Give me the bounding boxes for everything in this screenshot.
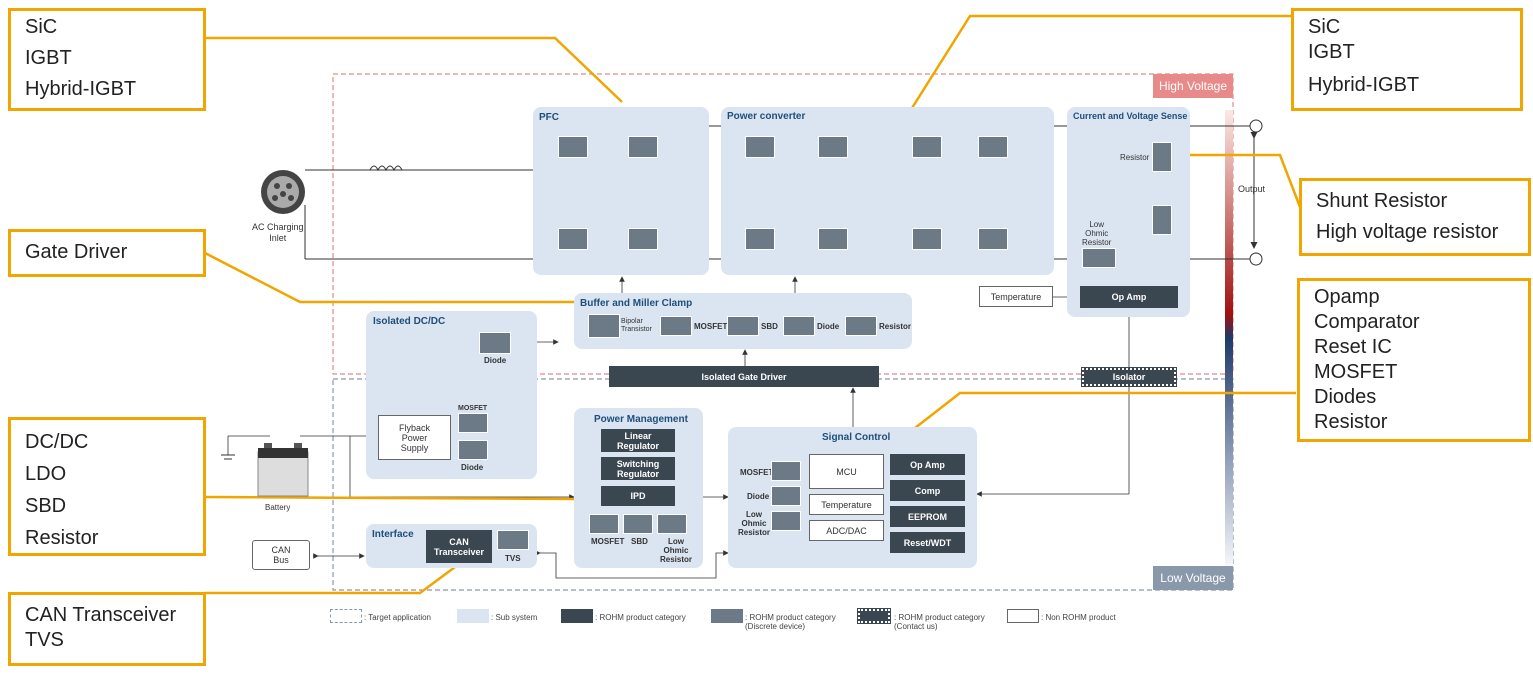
diode-label: Diode bbox=[461, 463, 484, 472]
callout-gate-driver: Gate Driver bbox=[8, 229, 206, 277]
isolator-box: Isolator bbox=[1081, 367, 1177, 387]
legend-discrete-label: : ROHM product category(Discrete device) bbox=[745, 613, 836, 631]
mosfet-label: MOSFET bbox=[458, 405, 488, 412]
temperature-box: Temperature bbox=[979, 286, 1053, 307]
resistor-icon bbox=[1152, 205, 1172, 235]
legend-subsystem-label: : Sub system bbox=[491, 613, 538, 622]
reset-wdt-box: Reset/WDT bbox=[890, 532, 965, 553]
mosfet-icon bbox=[660, 316, 692, 336]
converter-transistor-icon bbox=[818, 136, 848, 158]
legend-discrete-swatch bbox=[711, 609, 743, 623]
converter-transistor-icon bbox=[978, 228, 1008, 250]
mosfet-icon bbox=[458, 413, 488, 433]
low-ohmic-resistor-icon bbox=[771, 511, 801, 531]
interface-title: Interface bbox=[372, 529, 414, 540]
high-voltage-tag: High Voltage bbox=[1153, 74, 1233, 98]
pfc-transistor-icon bbox=[558, 228, 588, 250]
converter-transistor-icon bbox=[745, 228, 775, 250]
legend-target-swatch bbox=[330, 609, 362, 623]
pfc-transistor-icon bbox=[628, 228, 658, 250]
legend-non-rohm-label: : Non ROHM product bbox=[1041, 613, 1116, 622]
legend-non-rohm-swatch bbox=[1007, 609, 1039, 623]
diode-icon bbox=[458, 440, 488, 460]
isolated-gate-driver-box: Isolated Gate Driver bbox=[609, 366, 879, 387]
mosfet-label: MOSFET bbox=[591, 537, 625, 546]
diode-label: Diode bbox=[747, 492, 770, 501]
converter-transistor-icon bbox=[912, 136, 942, 158]
converter-transistor-icon bbox=[745, 136, 775, 158]
mcu-box: MCU bbox=[809, 454, 884, 489]
diode-icon bbox=[783, 316, 815, 336]
pfc-transistor-icon bbox=[558, 136, 588, 158]
signal-control-title: Signal Control bbox=[822, 432, 891, 443]
battery-label: Battery bbox=[265, 503, 291, 512]
mosfet-label: MOSFET bbox=[740, 468, 774, 477]
temperature-box: Temperature bbox=[809, 494, 884, 515]
legend-rohm-label: : ROHM product category bbox=[595, 613, 686, 622]
mosfet-icon bbox=[589, 514, 619, 534]
shunt-resistor-icon bbox=[1152, 142, 1172, 172]
diode-icon bbox=[771, 486, 801, 506]
isolated-dcdc-title: Isolated DC/DC bbox=[373, 316, 446, 327]
mosfet-icon bbox=[771, 461, 801, 481]
bipolar-transistor-icon bbox=[588, 314, 620, 338]
legend-target-label: : Target application bbox=[364, 613, 432, 622]
tvs-icon bbox=[497, 530, 529, 550]
power-converter-title: Power converter bbox=[727, 111, 806, 122]
ipd-box: IPD bbox=[601, 486, 675, 506]
legend-contact-label: : ROHM product category(Contact us) bbox=[894, 613, 985, 631]
tvs-label: TVS bbox=[505, 554, 521, 563]
pfc-transistor-icon bbox=[628, 136, 658, 158]
eeprom-box: EEPROM bbox=[890, 506, 965, 527]
resistor-icon bbox=[657, 514, 687, 534]
converter-transistor-icon bbox=[818, 228, 848, 250]
sbd-label: SBD bbox=[631, 537, 648, 546]
output-label: Output bbox=[1238, 184, 1266, 194]
buffer-title: Buffer and Miller Clamp bbox=[580, 298, 693, 309]
pfc-title: PFC bbox=[539, 112, 559, 123]
op-amp-box: Op Amp bbox=[890, 454, 965, 475]
sbd-label: SBD bbox=[761, 322, 778, 331]
legend-subsystem-swatch bbox=[457, 609, 489, 623]
sbd-icon bbox=[623, 514, 653, 534]
low-ohmic-resistor-icon bbox=[1082, 248, 1116, 268]
converter-transistor-icon bbox=[912, 228, 942, 250]
adc-dac-box: ADC/DAC bbox=[809, 520, 884, 541]
resistor-label: Resistor bbox=[879, 322, 912, 331]
diode-label: Diode bbox=[484, 356, 507, 365]
legend-contact-swatch bbox=[857, 608, 891, 624]
op-amp-box: Op Amp bbox=[1080, 286, 1178, 308]
diode-icon bbox=[479, 332, 511, 354]
converter-transistor-icon bbox=[978, 136, 1008, 158]
low-voltage-tag: Low Voltage bbox=[1153, 566, 1233, 590]
resistor-icon bbox=[845, 316, 877, 336]
mosfet-label: MOSFET bbox=[694, 322, 728, 331]
diode-label: Diode bbox=[817, 322, 840, 331]
sbd-icon bbox=[727, 316, 759, 336]
comp-box: Comp bbox=[890, 480, 965, 501]
resistor-label: Resistor bbox=[1120, 153, 1150, 162]
legend-rohm-swatch bbox=[561, 609, 593, 623]
power-management-title: Power Management bbox=[594, 414, 688, 425]
current-sense-title: Current and Voltage Sense bbox=[1073, 111, 1188, 121]
